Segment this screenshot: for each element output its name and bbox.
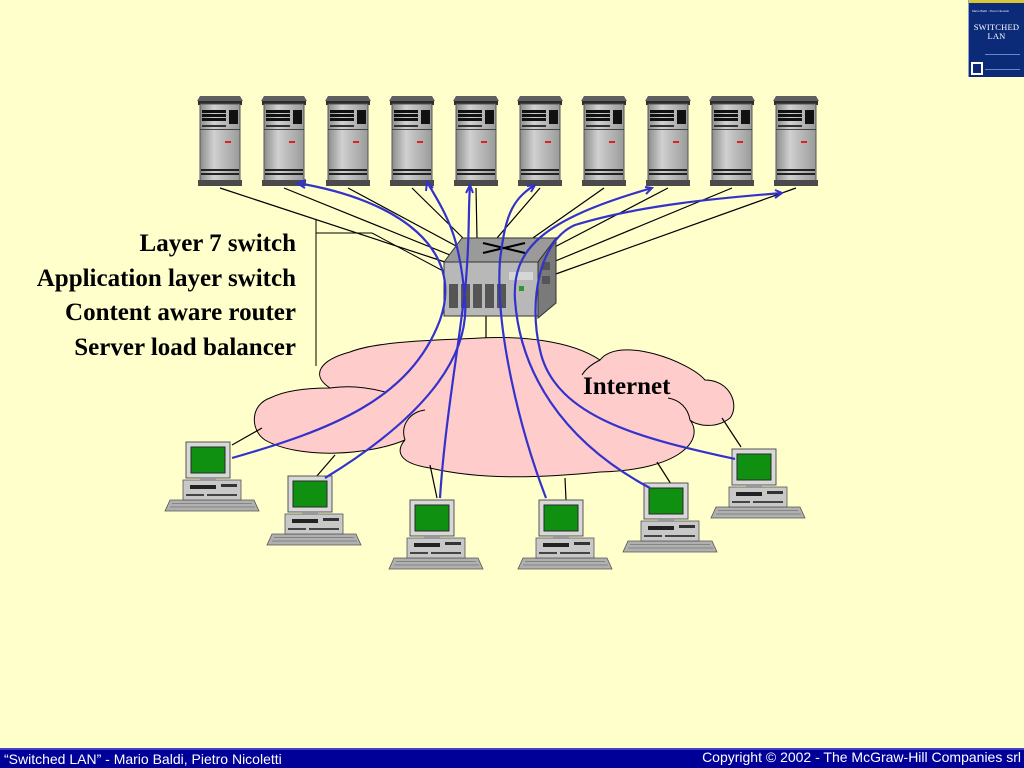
server-icon (516, 95, 564, 187)
client-icon (710, 448, 806, 519)
label-bracket (315, 220, 446, 366)
label-layer7-switch: Layer 7 switch (139, 230, 296, 257)
client-icon (622, 482, 718, 553)
book-authors: Mario Baldi · Pietro Nicoletti (972, 9, 1010, 13)
internet-cloud (253, 337, 735, 478)
server-icon (324, 95, 372, 187)
internet-label: Internet (583, 373, 671, 400)
book-top-band (969, 0, 1024, 3)
footer-copyright: Copyright © 2002 - The McGraw-Hill Compa… (702, 749, 1021, 765)
client-icon (266, 475, 362, 546)
book-cover-thumbnail: Mario Baldi · Pietro Nicoletti SWITCHED … (968, 0, 1024, 77)
publisher-logo-icon (971, 62, 983, 75)
layer7-switch-icon (443, 236, 557, 320)
client-links (231, 417, 742, 501)
server-icon (388, 95, 436, 187)
server-icon (644, 95, 692, 187)
server-icon (772, 95, 820, 187)
server-icon (196, 95, 244, 187)
footer-bar: “Switched LAN” - Mario Baldi, Pietro Nic… (0, 748, 1024, 768)
server-farm (196, 95, 820, 187)
label-server-load-balancer: Server load balancer (74, 333, 296, 361)
client-icon (164, 441, 260, 512)
server-icon (580, 95, 628, 187)
label-content-aware-router: Content aware router (65, 299, 296, 326)
book-title-line1: SWITCHED (973, 22, 1020, 32)
book-title-line2: LAN (987, 31, 1006, 41)
server-icon (452, 95, 500, 187)
server-icon (708, 95, 756, 187)
server-icon (260, 95, 308, 187)
request-flows (231, 179, 785, 499)
server-links (219, 187, 797, 276)
switch-label-list: Layer 7 switch Application layer switch … (37, 227, 296, 365)
label-application-layer-switch: Application layer switch (36, 264, 296, 292)
client-icon (517, 499, 613, 570)
client-icon (388, 499, 484, 570)
footer-citation: “Switched LAN” - Mario Baldi, Pietro Nic… (4, 751, 282, 767)
book-title: SWITCHED LAN (969, 23, 1024, 41)
book-decoration (985, 54, 1020, 70)
